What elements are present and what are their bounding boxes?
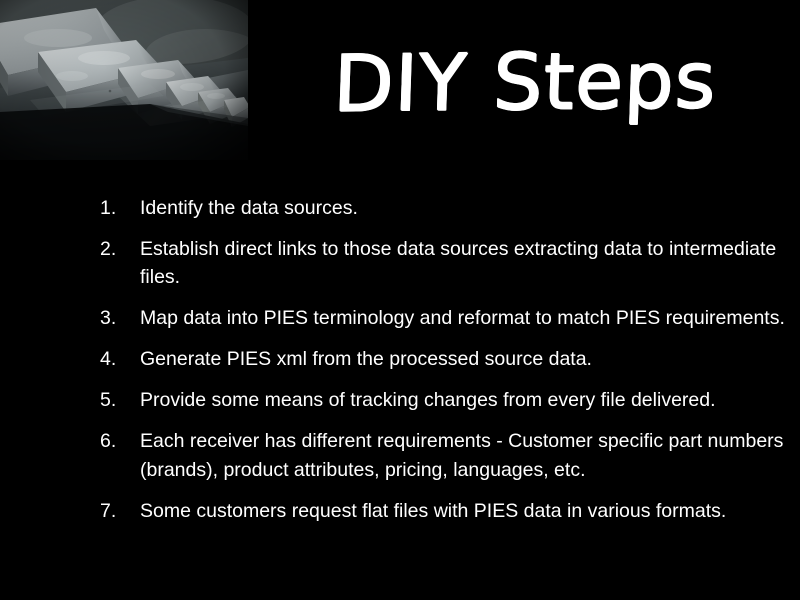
- list-item: 2. Establish direct links to those data …: [100, 235, 800, 291]
- list-item-number: 1.: [100, 197, 117, 219]
- metal-ingot-steps-illustration: [0, 0, 248, 160]
- list-item: 6. Each receiver has different requireme…: [100, 427, 800, 483]
- list-item-number: 5.: [100, 389, 117, 412]
- list-item: 1. Identify the data sources.: [100, 194, 800, 222]
- list-item-number: 4.: [100, 348, 117, 371]
- steps-list: 1. Identify the data sources. 2. Establi…: [60, 194, 800, 525]
- list-item-text: Generate PIES xml from the processed sou…: [140, 348, 592, 371]
- list-item: 3. Map data into PIES terminology and re…: [100, 304, 800, 332]
- page-title: DIY Steps: [332, 35, 718, 131]
- list-item-number: 2.: [100, 238, 117, 261]
- list-item-text: Provide some means of tracking changes f…: [140, 389, 716, 412]
- list-item-text: Map data into PIES terminology and refor…: [140, 307, 785, 330]
- list-item-number: 3.: [100, 307, 117, 330]
- list-item-text: Each receiver has different requirements…: [140, 430, 784, 481]
- list-item: 5. Provide some means of tracking change…: [100, 386, 800, 414]
- list-item: 7. Some customers request flat files wit…: [100, 497, 800, 525]
- list-item-text: Some customers request flat files with P…: [140, 499, 727, 522]
- list-item-number: 7.: [100, 499, 117, 522]
- list-item: 4. Generate PIES xml from the processed …: [100, 345, 800, 373]
- list-item-text: Establish direct links to those data sou…: [140, 238, 777, 289]
- metal-ingot-steps-photo: [0, 0, 248, 160]
- list-item-number: 6.: [100, 430, 117, 453]
- list-item-text: Identify the data sources.: [140, 197, 358, 219]
